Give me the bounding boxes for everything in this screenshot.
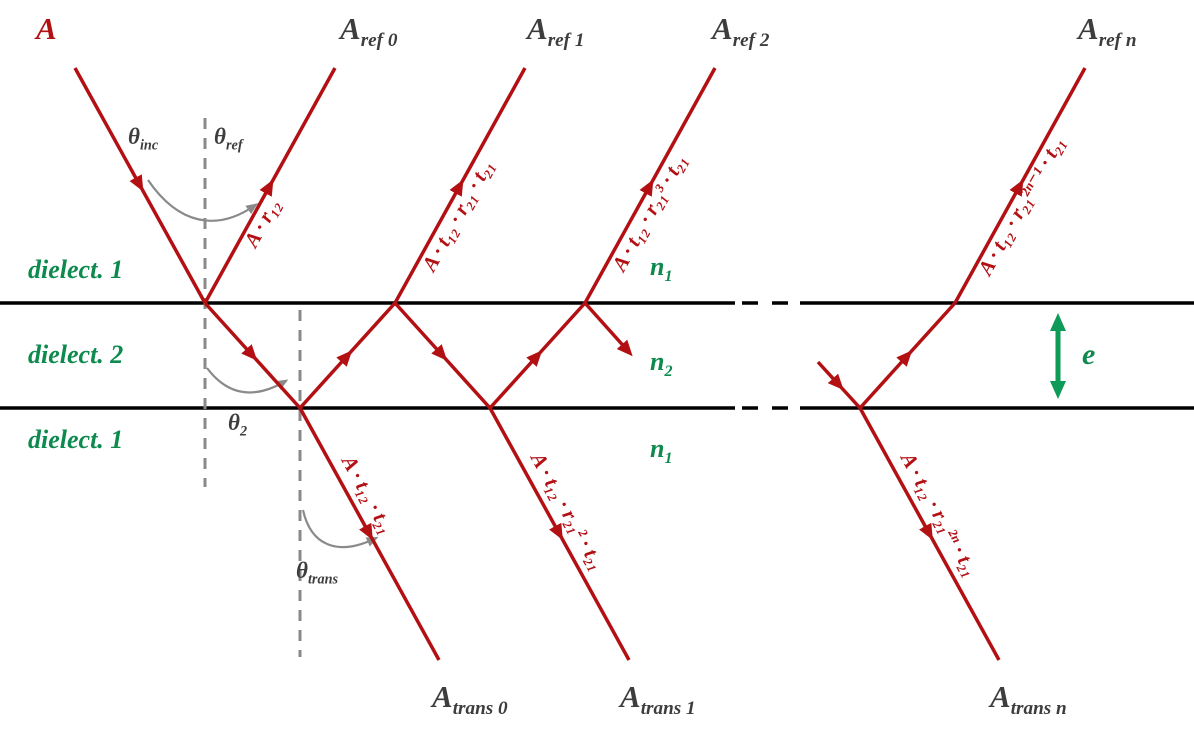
ray-transmitted-0: [298, 407, 441, 661]
label-atransn: Atrans n: [990, 679, 1067, 720]
angle-arc-transmitted: [301, 509, 379, 549]
label-aref1: Aref 1: [527, 11, 585, 52]
label-n1-bottom: n1: [650, 434, 673, 468]
label-atrans1: Atrans 1: [620, 679, 696, 720]
ray-internal-down-1: [393, 301, 492, 410]
label-atrans0: Atrans 0: [432, 679, 508, 720]
ray-transmitted-1: [488, 407, 631, 661]
ray-internal-up-1: [298, 301, 397, 410]
label-dielectric-2: dielect. 2: [28, 340, 124, 369]
ray-internal-up-2: [488, 301, 587, 410]
angle-arc-incident-reflected: [147, 179, 259, 222]
label-n1-top: n1: [650, 252, 673, 286]
ray-group: [73, 67, 1087, 661]
label-incident-amplitude: A: [36, 11, 57, 46]
ray-reflected-2: [583, 67, 717, 304]
label-dielectric-1-top: dielect. 1: [28, 255, 124, 284]
label-theta-inc: θinc: [128, 124, 159, 154]
label-theta-ref: θref: [214, 124, 243, 154]
label-theta-trans: θtrans: [296, 558, 339, 588]
ray-reflected-1: [393, 67, 527, 304]
ray-reflected-n: [953, 67, 1087, 304]
ray-internal-incoming-n: [816, 360, 862, 410]
label-arefn: Aref n: [1078, 11, 1137, 52]
ray-refracted: [203, 301, 302, 410]
ray-reflected-0: [203, 67, 337, 304]
ray-transmitted-n: [858, 407, 1001, 661]
label-thickness-e: e: [1082, 338, 1096, 371]
label-aref0: Aref 0: [340, 11, 398, 52]
label-n2: n2: [650, 347, 673, 381]
label-theta-2: θ2: [228, 410, 248, 440]
ray-incident: [73, 67, 207, 304]
label-dielectric-1-bottom: dielect. 1: [28, 425, 124, 454]
label-aref2: Aref 2: [712, 11, 770, 52]
angle-arc-refracted: [206, 367, 289, 394]
ray-internal-down-2-stub: [583, 301, 633, 357]
ray-internal-up-n: [858, 301, 957, 410]
